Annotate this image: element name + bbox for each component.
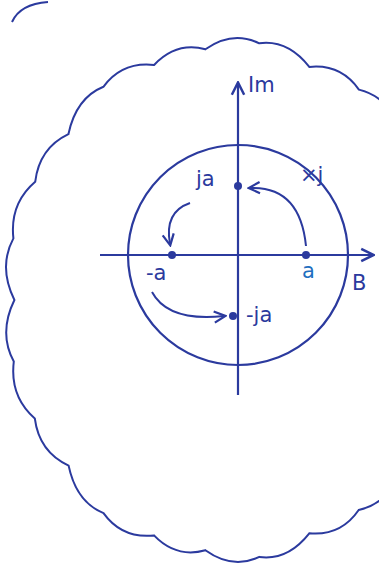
point-label: a — [302, 260, 315, 283]
ink-fragment — [12, 2, 48, 22]
point-label: ja — [196, 168, 215, 191]
rotation-arc — [250, 188, 306, 246]
point-dot — [234, 182, 242, 190]
point-dot — [168, 251, 176, 259]
cloud-outline — [6, 38, 379, 562]
rotation-label: ×j — [300, 164, 323, 187]
real-axis — [100, 254, 372, 256]
rotation-arc — [152, 292, 224, 317]
point-label: -a — [146, 262, 166, 285]
point-dot — [302, 251, 310, 259]
imaginary-axis — [237, 84, 239, 395]
axis-label: B — [352, 272, 366, 295]
point-label: -ja — [246, 304, 272, 327]
axis-label: Im — [248, 74, 275, 97]
rotation-arc — [169, 203, 190, 244]
point-dot — [229, 312, 237, 320]
